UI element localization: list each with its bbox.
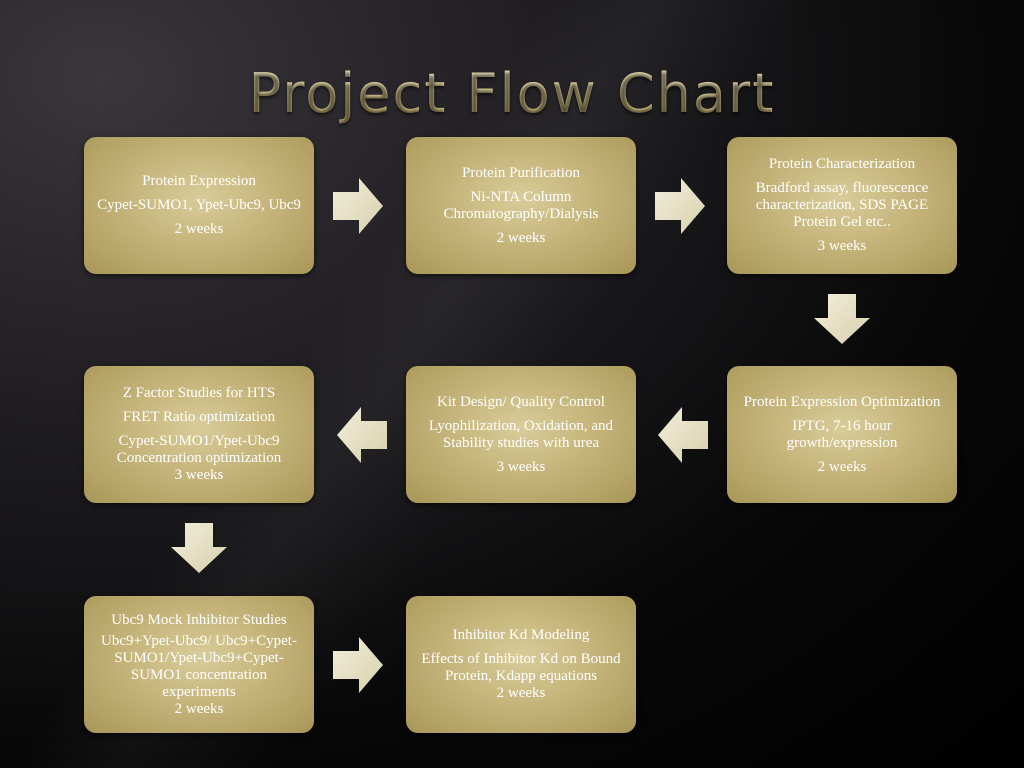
step-detail: Ni-NTA Column Chromatography/Dialysis: [443, 188, 599, 222]
step-title: Inhibitor Kd Modeling: [452, 627, 590, 643]
step-ubc9-mock-inhibitor: Ubc9 Mock Inhibitor Studies Ubc9+Ypet-Ub…: [84, 596, 314, 733]
step-title: Protein Characterization: [768, 156, 916, 172]
step-kit-design: Kit Design/ Quality Control Lyophilizati…: [406, 366, 636, 503]
arrow-down-icon: [814, 294, 870, 344]
step-duration: 2 weeks: [174, 221, 224, 237]
step-detail-secondary: Cypet-SUMO1/Ypet-Ubc9 Concentration opti…: [116, 433, 282, 466]
arrow-left-icon: [658, 407, 708, 463]
step-z-factor-studies: Z Factor Studies for HTS FRET Ratio opti…: [84, 366, 314, 503]
step-detail: Bradford assay, fluorescence characteriz…: [755, 180, 929, 230]
step-protein-purification: Protein Purification Ni-NTA Column Chrom…: [406, 137, 636, 274]
step-inhibitor-kd-modeling: Inhibitor Kd Modeling Effects of Inhibit…: [406, 596, 636, 733]
step-title: Protein Purification: [462, 164, 580, 181]
step-title: Protein Expression: [142, 173, 256, 189]
step-detail: Lyophilization, Oxidation, and Stability…: [428, 417, 614, 451]
step-detail: Ubc9+Ypet-Ubc9/ Ubc9+Cypet-SUMO1/Ypet-Ub…: [101, 632, 297, 700]
step-title: Protein Expression Optimization: [743, 393, 941, 410]
arrow-right-icon: [333, 637, 383, 693]
step-duration: 3 weeks: [496, 458, 546, 475]
step-detail: IPTG, 7-16 hour growth/expression: [786, 417, 898, 451]
step-duration: 3 weeks: [817, 238, 867, 254]
step-title: Ubc9 Mock Inhibitor Studies: [111, 611, 287, 628]
arrow-left-icon: [337, 407, 387, 463]
arrow-right-icon: [333, 178, 383, 234]
step-duration: 2 weeks: [496, 685, 546, 701]
step-duration: 2 weeks: [817, 458, 867, 475]
step-title: Kit Design/ Quality Control: [437, 393, 605, 410]
step-protein-expression-optimization: Protein Expression Optimization IPTG, 7-…: [727, 366, 957, 503]
arrow-down-icon: [171, 523, 227, 573]
step-detail: Effects of Inhibitor Kd on Bound Protein…: [421, 651, 621, 684]
step-protein-characterization: Protein Characterization Bradford assay,…: [727, 137, 957, 274]
step-protein-expression: Protein Expression Cypet-SUMO1, Ypet-Ubc…: [84, 137, 314, 274]
step-duration: 3 weeks: [174, 467, 224, 483]
step-title: Z Factor Studies for HTS: [122, 385, 276, 401]
arrow-right-icon: [655, 178, 705, 234]
step-duration: 2 weeks: [174, 700, 224, 717]
step-duration: 2 weeks: [496, 229, 546, 246]
step-detail: Cypet-SUMO1, Ypet-Ubc9, Ubc9: [97, 197, 301, 213]
step-detail: FRET Ratio optimization: [122, 409, 276, 425]
slide-title: Project Flow Chart: [0, 62, 1024, 132]
